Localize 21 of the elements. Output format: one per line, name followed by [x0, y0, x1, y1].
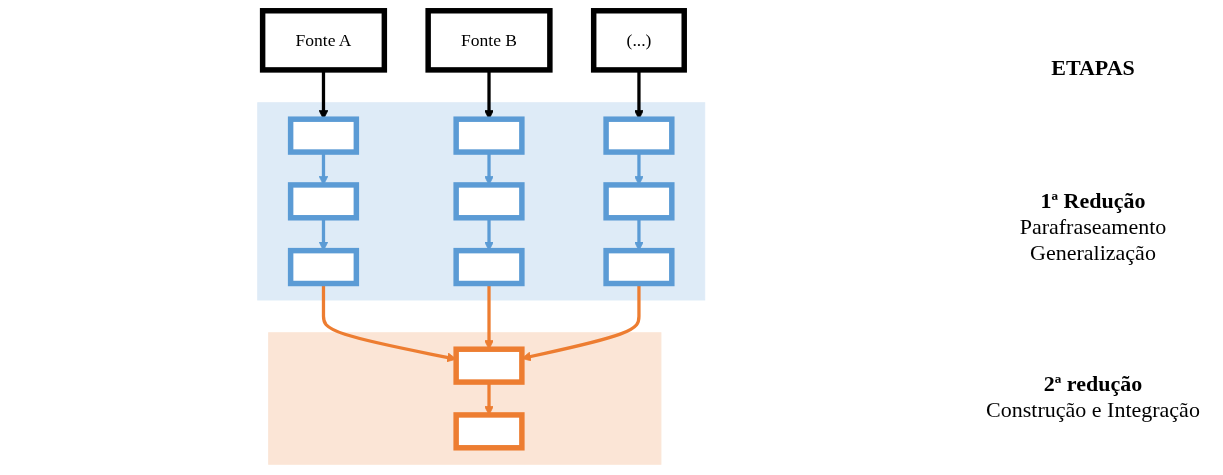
- node-box: Fonte B: [425, 8, 553, 73]
- node-box: [603, 182, 675, 221]
- node-box: [453, 116, 525, 155]
- stage-name: 2ª redução: [1042, 370, 1144, 397]
- node-box: [453, 247, 525, 287]
- node-box: [603, 247, 675, 287]
- node-box: Fonte A: [260, 8, 388, 73]
- node-box: [288, 182, 360, 221]
- node-box: [453, 182, 525, 221]
- cluster: [268, 332, 662, 465]
- cluster: [257, 102, 706, 301]
- node-box: (...): [591, 8, 688, 73]
- stage-name: 1ª Redução: [1039, 187, 1147, 214]
- stage-heading: ETAPAS: [1050, 53, 1136, 82]
- node-box: [288, 116, 360, 155]
- node-box: [288, 247, 360, 287]
- stage-description: Construção e Integração: [986, 396, 1200, 423]
- stage-description: Parafraseamento Generalização: [1018, 213, 1168, 266]
- node-box: [453, 346, 525, 385]
- node-box: [453, 412, 525, 451]
- node-box: [603, 116, 675, 155]
